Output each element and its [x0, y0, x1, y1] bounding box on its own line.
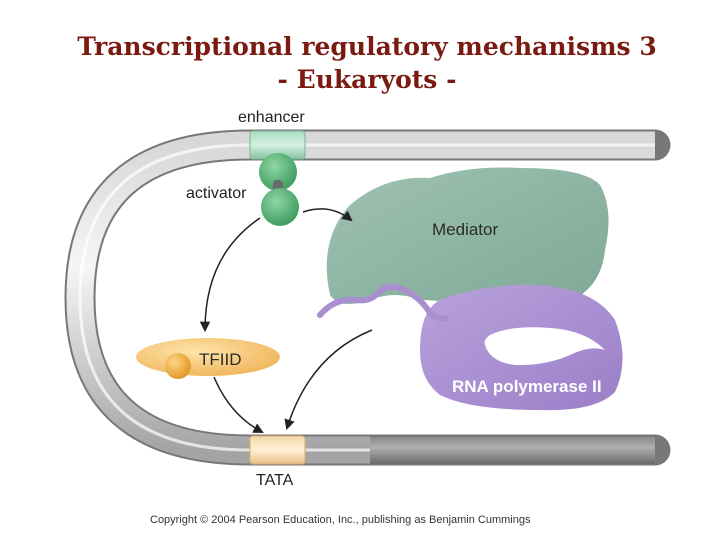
rna-polymerase-label: RNA polymerase II [452, 377, 602, 396]
dna-strand [64, 129, 671, 466]
title-line-1: Transcriptional regulatory mechanisms 3 [77, 32, 657, 61]
title-line-2: - Eukaryots - [277, 65, 457, 94]
mediator-complex [326, 167, 609, 310]
tfiid-label: TFIID [199, 350, 242, 369]
activator-label: activator [186, 185, 247, 202]
slide-title: Transcriptional regulatory mechanisms 3 … [0, 30, 720, 96]
activator-protein [259, 153, 299, 226]
rna-polymerase-ii [420, 284, 623, 411]
interaction-arrows [199, 208, 373, 433]
enhancer-label: enhancer [238, 109, 305, 126]
copyright-notice: Copyright © 2004 Pearson Education, Inc.… [150, 514, 531, 526]
tfiid-complex [136, 338, 280, 379]
polymerase-tail [317, 283, 448, 322]
tata-label: TATA [256, 472, 294, 489]
mediator-label: Mediator [432, 220, 498, 239]
tata-segment [249, 435, 306, 465]
